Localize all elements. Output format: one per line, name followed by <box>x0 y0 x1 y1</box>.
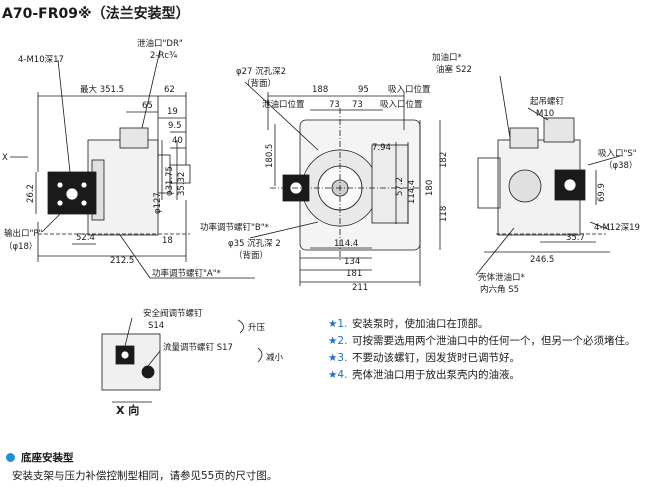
note-mark: ★2. <box>328 335 348 347</box>
dim-9-5: 9.5 <box>168 121 182 131</box>
dim-35-32: 35.32 <box>177 172 187 196</box>
dim-180-5: 180.5 <box>265 144 275 168</box>
base-mount-heading: 底座安装型 <box>6 450 277 465</box>
dim-134: 134 <box>344 257 360 267</box>
suction-dia-label: （φ38） <box>604 160 637 171</box>
dim-180: 180 <box>425 180 435 196</box>
note-text: 安装泵时，使加油口在顶部。 <box>352 318 489 330</box>
counterbore-35-label: φ35 沉孔深 2 <box>228 239 281 249</box>
dim-40: 40 <box>172 136 183 146</box>
note-mark: ★1. <box>328 318 348 330</box>
max-length-dim: 最大 351.5 <box>80 84 124 95</box>
case-hex-label: 内六角 S5 <box>480 284 519 295</box>
lift-bolt-label: 起吊螺钉 <box>530 96 565 107</box>
dim-73-b: 73 <box>352 100 363 110</box>
safety-size-label: S14 <box>148 321 164 331</box>
outlet-port-label: 输出口"P" <box>4 228 43 239</box>
dim-7-94: 7.94 <box>372 143 391 153</box>
dim-211: 211 <box>352 283 368 293</box>
pressure-down-label: 减小 <box>266 352 284 363</box>
note-mark: ★3. <box>328 352 348 364</box>
dim-246-5: 246.5 <box>530 255 554 265</box>
power-screw-b-label: 功率调节螺钉"B"* <box>200 222 269 233</box>
notes-list: ★1. 安装泵时，使加油口在顶部。 ★2. 可按需要选用两个泄油口中的任何一个，… <box>328 316 668 384</box>
dim-31-75: φ31.75 <box>165 166 175 196</box>
page-title: A70-FR09※（法兰安装型） <box>2 6 190 22</box>
drain-port-label: 泄油口"DR" <box>137 38 183 49</box>
dim-65: 65 <box>142 101 153 111</box>
outlet-dia-label: （φ18） <box>4 241 37 252</box>
note-item: ★3. 不要动该螺钉，因发货时已调节好。 <box>328 350 668 367</box>
note-mark: ★4. <box>328 369 348 381</box>
dim-73-a: 73 <box>329 100 340 110</box>
dim-188: 188 <box>312 85 328 95</box>
drain-position-label: 泄油口位置 <box>262 99 305 110</box>
note-item: ★4. 壳体泄油口用于放出泵壳内的油液。 <box>328 367 668 384</box>
fill-port-label: 加油口* <box>432 52 462 63</box>
bullet-dot-icon <box>6 453 15 462</box>
base-mount-description: 安装支架与压力补偿控制型相同，请参见55页的尺寸图。 <box>12 470 278 482</box>
back-note-1: （背面） <box>242 78 276 89</box>
fill-plug-label: 油塞 S22 <box>436 64 472 75</box>
note-text: 不要动该螺钉，因发货时已调节好。 <box>352 352 520 364</box>
right-mount-holes-label: 4-M12深19 <box>594 223 640 233</box>
back-note-2: （背面） <box>234 250 268 261</box>
x-arrow-label: X <box>2 153 8 163</box>
safety-screw-label: 安全阀调节螺钉 <box>143 308 203 319</box>
note-item: ★2. 可按需要选用两个泄油口中的任何一个，但另一个必须堵住。 <box>328 333 668 350</box>
drain-thread-label: 2-Rc¾ <box>150 51 177 61</box>
dim-19: 19 <box>167 107 178 117</box>
note-item: ★1. 安装泵时，使加油口在顶部。 <box>328 316 668 333</box>
dim-35-7: 35.7 <box>566 233 585 243</box>
power-screw-a-label: 功率调节螺钉"A"* <box>152 268 221 279</box>
pressure-up-label: 升压 <box>248 322 266 333</box>
case-drain-label: 壳体泄油口* <box>478 272 525 283</box>
left-mount-holes-label: 4-M10深17 <box>18 55 64 65</box>
flow-screw-label: 流量调节螺钉 S17 <box>163 342 233 353</box>
suction-position-label-1: 吸入口位置 <box>388 84 431 95</box>
base-mount-section: 底座安装型 安装支架与压力补偿控制型相同，请参见55页的尺寸图。 <box>6 450 277 483</box>
dim-127: φ127 <box>153 192 163 214</box>
dim-181: 181 <box>346 269 362 279</box>
dim-182: 182 <box>439 152 449 168</box>
x-view-label: X 向 <box>116 403 139 417</box>
dim-18: 18 <box>162 236 173 246</box>
dim-26-2: 26.2 <box>26 184 36 203</box>
dim-114-4-v: 114.4 <box>407 180 417 204</box>
dim-62: 62 <box>164 85 175 95</box>
suction-port-label: 吸入口"S" <box>598 149 637 159</box>
dim-118: 118 <box>439 206 449 222</box>
note-text: 可按需要选用两个泄油口中的任何一个，但另一个必须堵住。 <box>352 335 636 347</box>
dim-52-4: 52.4 <box>76 233 95 243</box>
dim-69-9: 69.9 <box>597 183 607 202</box>
base-mount-title: 底座安装型 <box>21 452 74 464</box>
note-text: 壳体泄油口用于放出泵壳内的油液。 <box>352 369 520 381</box>
dim-212-5: 212.5 <box>110 256 134 266</box>
dim-57-2: 57.2 <box>395 177 405 196</box>
suction-position-label-2: 吸入口位置 <box>380 99 423 110</box>
lift-size-label: M10 <box>536 109 554 119</box>
dim-114-4-h: 114.4 <box>334 239 358 249</box>
counterbore-27-label: φ27 沉孔深2 <box>236 67 286 77</box>
dim-95-front: 95 <box>358 85 369 95</box>
